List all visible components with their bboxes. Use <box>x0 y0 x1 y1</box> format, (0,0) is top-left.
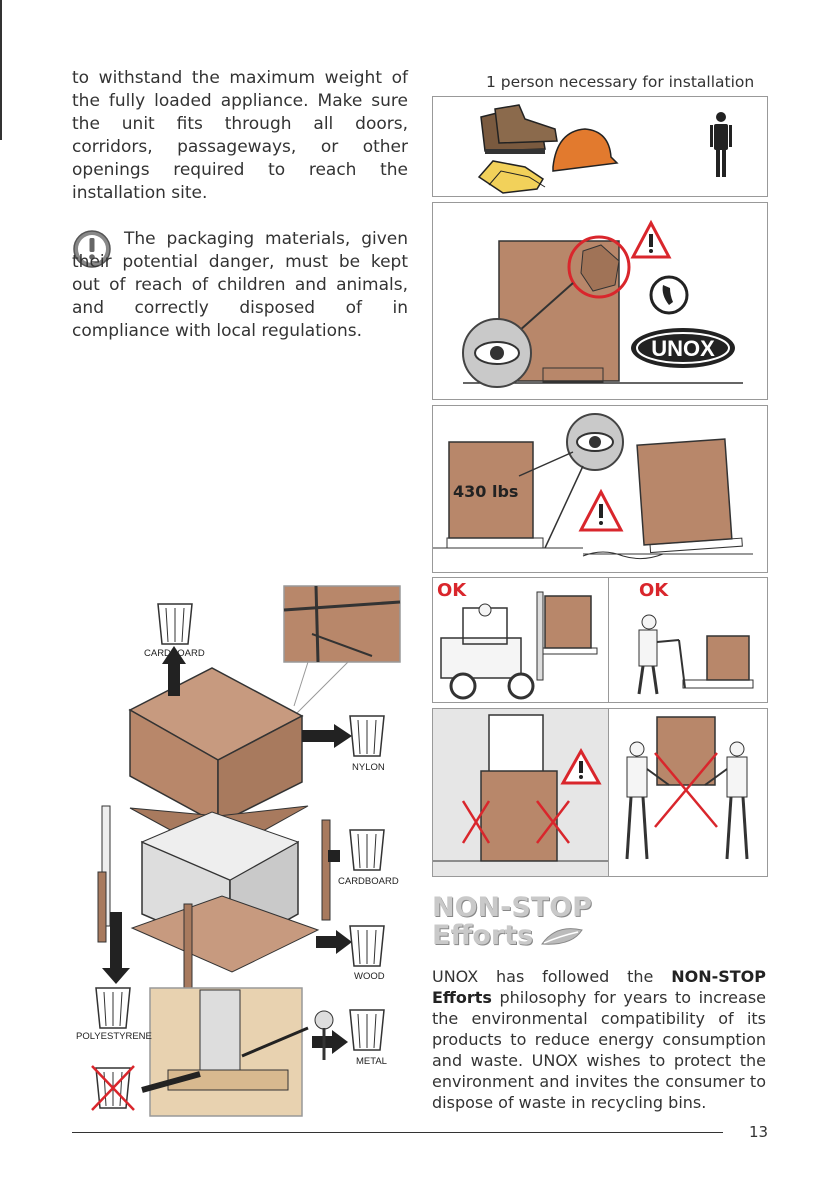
footer-divider <box>72 1132 723 1133</box>
work-gloves-icon <box>477 160 546 194</box>
bin-label-cardboard-top: CARDBOARD <box>144 648 205 659</box>
safety-boots-icon <box>480 104 558 154</box>
leaf-icon <box>538 924 586 948</box>
para-bold-1: NON-STOP <box>671 967 766 986</box>
pallet-jack-ok-panel: OK <box>608 577 768 703</box>
warning-paragraph: The packaging materials, given their pot… <box>72 229 408 341</box>
nonstop-logo-line2: Efforts <box>432 920 534 951</box>
hard-hat-icon <box>552 128 619 172</box>
bin-label-cardboard-side: CARDBOARD <box>338 876 399 887</box>
forklift-ok-panel: OK <box>432 577 610 703</box>
weight-label: 430 lbs <box>453 482 519 501</box>
nonstop-logo-line1: NON-STOP <box>432 892 592 923</box>
para-bold-2: Efforts <box>432 988 492 1007</box>
two-person-carry-panel <box>608 708 768 877</box>
bin-label-nylon: NYLON <box>352 762 385 773</box>
nonstop-paragraph: UNOX has followed the NON-STOP Efforts p… <box>432 966 766 1113</box>
bin-label-polystyrene: POLYESTYRENE <box>76 1031 152 1042</box>
ok-label-2: OK <box>639 580 669 601</box>
page-number: 13 <box>749 1123 769 1141</box>
installation-caption: 1 person necessary for installation <box>486 73 755 91</box>
bin-label-metal: METAL <box>356 1056 387 1067</box>
page-edge-marker <box>0 0 2 140</box>
para-post: philosophy for years to increase the env… <box>432 988 766 1112</box>
packaging-disposal-diagram: CARDBOARD NYLON CARDBOARD WOOD POLYESTYR… <box>72 580 424 1120</box>
unox-logo: UNOX <box>651 336 715 361</box>
ok-label-1: OK <box>437 580 467 601</box>
inspect-damage-panel: UNOX <box>432 202 768 400</box>
bin-label-wood: WOOD <box>354 971 385 982</box>
ppe-panel <box>432 96 768 197</box>
warning-icon <box>72 229 112 269</box>
person-icon <box>710 112 732 177</box>
weight-panel: 430 lbs <box>432 405 768 573</box>
intro-paragraph: to withstand the maximum weight of the f… <box>72 68 408 203</box>
do-not-lift-panel <box>432 708 610 877</box>
para-pre: UNOX has followed the <box>432 967 672 986</box>
